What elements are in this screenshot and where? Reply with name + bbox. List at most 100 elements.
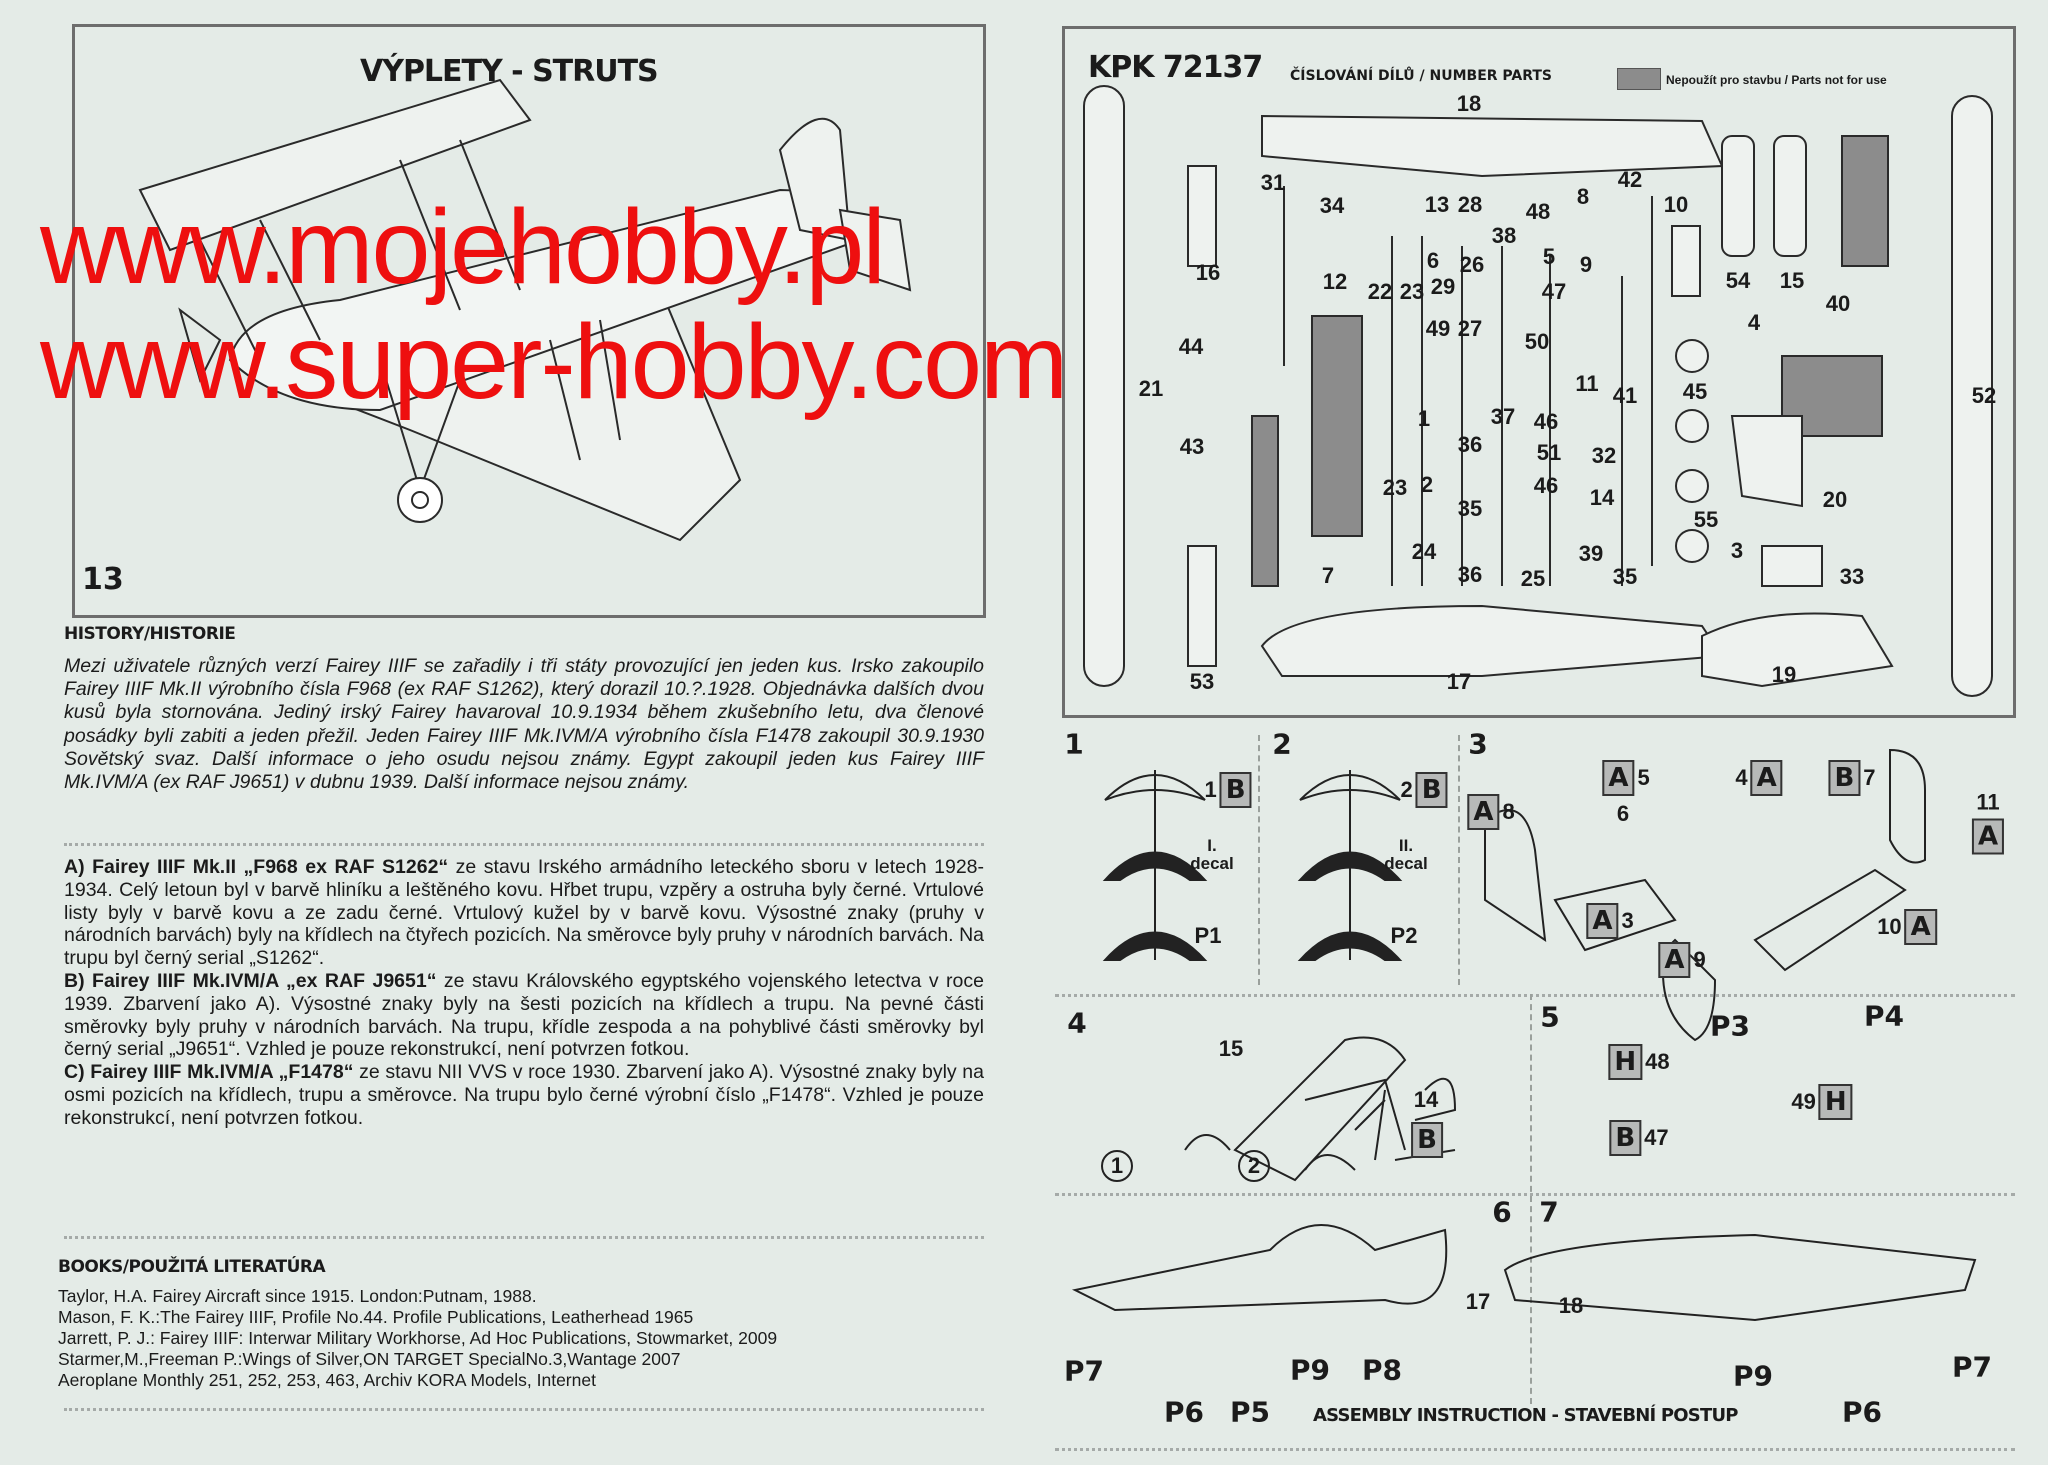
part-number: 49 <box>1791 1089 1816 1114</box>
sprue-badge: A <box>1971 818 2005 855</box>
step-5-number: 5 <box>1540 1000 1560 1034</box>
page-number: 13 <box>82 562 124 597</box>
part-number: 22 <box>1367 279 1393 304</box>
part-number: 44 <box>1178 334 1204 359</box>
part-number: 16 <box>1195 260 1221 285</box>
part-number: 20 <box>1822 487 1848 512</box>
part-number: 50 <box>1524 329 1550 354</box>
part-number: 39 <box>1578 541 1604 566</box>
part-number: 48 <box>1525 199 1551 224</box>
variant-c: C) Fairey IIIF Mk.IVM/A „F1478“ ze stavu… <box>64 1061 984 1129</box>
step2-pe: P2 <box>1390 923 1418 948</box>
step2-decal: II. decal <box>1384 836 1428 873</box>
part-number: 11 <box>1575 371 1599 396</box>
variant-b: B) Fairey IIIF Mk.IVM/A „ex RAF J9651“ z… <box>64 970 984 1061</box>
not-for-use-swatch <box>1617 68 1661 90</box>
part-number: 41 <box>1612 383 1638 408</box>
step-1-number: 1 <box>1064 727 1084 761</box>
step-divider <box>1055 994 2015 997</box>
part-number: 3 <box>1730 538 1744 563</box>
step6-p7: P7 <box>1063 1354 1105 1388</box>
part-number: 53 <box>1189 669 1215 694</box>
step-3-number: 3 <box>1468 727 1488 761</box>
book-item: Jarrett, P. J.: Fairey IIIF: Interwar Mi… <box>58 1328 778 1348</box>
step7-part-18: 18 <box>1558 1293 1584 1318</box>
part-number: 43 <box>1179 434 1205 459</box>
part-number: 7 <box>1863 765 1876 790</box>
part-number: 24 <box>1411 539 1437 564</box>
part-number: 18 <box>1456 91 1482 116</box>
part-number: 51 <box>1536 440 1562 465</box>
sprue-badge: A <box>1750 760 1783 796</box>
step-7-number: 7 <box>1539 1195 1559 1229</box>
part-number: 38 <box>1491 223 1517 248</box>
part-number: 17 <box>1446 669 1472 694</box>
part-number: 47 <box>1644 1125 1669 1150</box>
books-list: Taylor, H.A. Fairey Aircraft since 1915.… <box>58 1286 777 1391</box>
part-number: 28 <box>1457 192 1483 217</box>
book-item: Mason, F. K.:The Fairey IIIF, Profile No… <box>58 1307 694 1327</box>
part-number: 46 <box>1533 473 1559 498</box>
part-number: 5 <box>1637 765 1650 790</box>
variant-title: C) Fairey IIIF Mk.IVM/A „F1478“ <box>64 1061 354 1084</box>
book-item: Taylor, H.A. Fairey Aircraft since 1915.… <box>58 1286 537 1306</box>
sprue-badge: A <box>1586 903 1619 939</box>
part-number: 4 <box>1747 310 1761 335</box>
part-number: 33 <box>1839 564 1865 589</box>
part-number: 3 <box>1621 908 1634 933</box>
step4-part-14: 14 <box>1413 1087 1439 1112</box>
step4-circle-1: 1 <box>1101 1150 1133 1182</box>
part-number: 23 <box>1399 279 1425 304</box>
sprue-badge: B <box>1828 760 1861 796</box>
part-number: 52 <box>1971 383 1997 408</box>
step4-part-15: 15 <box>1218 1036 1244 1061</box>
part-number: 2 <box>1400 777 1413 802</box>
step6-p9: P9 <box>1289 1353 1331 1387</box>
sprue-badge: B <box>1411 1122 1443 1158</box>
step-4-number: 4 <box>1067 1006 1087 1040</box>
part-number: 15 <box>1779 268 1805 293</box>
aircraft-struts-drawing <box>138 78 912 542</box>
part-number: 8 <box>1576 184 1590 209</box>
part-number: 45 <box>1682 379 1708 404</box>
part-number: 6 <box>1426 248 1440 273</box>
book-item: Starmer,M.,Freeman P.:Wings of Silver,ON… <box>58 1349 681 1369</box>
part-number: 19 <box>1771 662 1797 687</box>
step-6-number: 6 <box>1492 1195 1512 1229</box>
part-number: 55 <box>1693 507 1719 532</box>
part-number: 1 <box>1204 777 1217 802</box>
books-heading: BOOKS/POUŽITÁ LITERATÚRA <box>58 1257 326 1277</box>
circle-number: 1 <box>1110 1153 1124 1178</box>
part-number: 35 <box>1612 564 1638 589</box>
part-number: 54 <box>1725 268 1751 293</box>
sprue-badge: B <box>1415 772 1448 808</box>
part-number: 31 <box>1260 170 1286 195</box>
step7-p9: P9 <box>1732 1359 1774 1393</box>
variant-text: ze stavu NII VVS v roce 1930. Zbarvení j… <box>64 1061 984 1129</box>
step4-circle-2: 2 <box>1238 1150 1270 1182</box>
variant-a: A) Fairey IIIF Mk.II „F968 ex RAF S1262“… <box>64 856 984 970</box>
divider <box>64 1236 984 1239</box>
sprue-badge: A <box>1467 794 1500 830</box>
part-number: 9 <box>1579 252 1593 277</box>
part-number: 34 <box>1319 193 1345 218</box>
kit-code: KPK 72137 <box>1088 50 1263 85</box>
step-divider <box>1055 1193 2015 1196</box>
sprue-badge: B <box>1609 1120 1642 1156</box>
struts-title: VÝPLETY - STRUTS <box>360 54 659 89</box>
part-number: 36 <box>1457 432 1483 457</box>
part-number: 10 <box>1877 914 1902 939</box>
part-number: 10 <box>1663 192 1689 217</box>
sprue-badge: H <box>1608 1044 1643 1080</box>
number-parts-title: ČÍSLOVÁNÍ DÍLŮ / NUMBER PARTS <box>1290 68 1553 84</box>
part-number: 25 <box>1520 566 1546 591</box>
not-for-use-legend: Nepoužít pro stavbu / Parts not for use <box>1666 73 1887 87</box>
history-heading: HISTORY/HISTORIE <box>64 624 236 644</box>
